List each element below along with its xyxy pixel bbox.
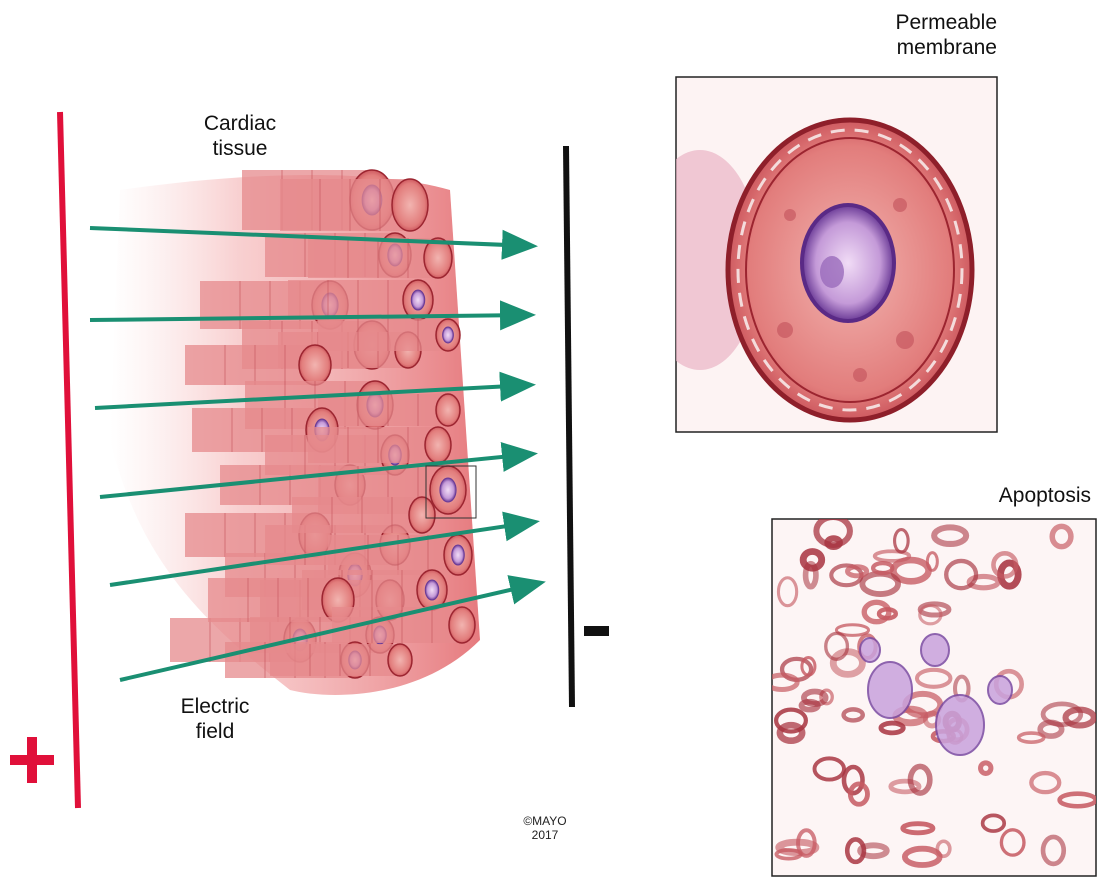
muscle-fiber [280,179,410,231]
copyright-notice: ©MAYO 2017 [510,814,580,842]
copyright-line1: ©MAYO [510,814,580,828]
muscle-fiber [270,644,400,676]
fiber-cross-section [392,179,428,231]
cardiac-tissue-label-line2: tissue [190,136,290,161]
electric-field-label-line1: Electric [165,694,265,719]
fiber-cross-section [449,607,475,643]
fiber-nucleus [411,290,425,310]
plus-sign-icon [10,737,54,783]
muscle-fiber [308,238,438,278]
permeable-membrane-label: Permeable membrane [840,10,997,60]
negative-electrode [566,146,572,707]
permeable-membrane-label-line2: membrane [840,35,997,60]
permeable-membrane-panel [640,77,997,432]
electric-field-label-line2: field [165,719,265,744]
electric-field-label: Electric field [165,694,265,744]
cardiac-tissue-bundle [110,170,480,695]
fiber-nucleus [425,580,439,600]
cardiac-tissue-label-line1: Cardiac [190,111,290,136]
minus-sign-icon [584,626,609,636]
muscle-fiber [292,497,422,533]
apoptotic-body [988,676,1012,704]
muscle-fiber [308,427,438,463]
fiber-nucleus [443,327,454,343]
apoptosis-panel [767,517,1096,876]
fiber-cross-section [388,644,412,676]
fiber-nucleus [440,478,456,502]
fiber-cross-section [409,497,435,533]
apoptosis-label: Apoptosis [950,483,1091,508]
fiber-cross-section [436,394,460,426]
fiber-cross-section [425,427,451,463]
apoptotic-body [936,695,984,755]
muscle-fiber [288,280,418,320]
fiber-cross-section [299,345,331,385]
apoptotic-body [868,662,912,718]
muscle-fiber [318,319,448,351]
apoptotic-body [921,634,949,666]
muscle-fiber [208,578,338,622]
fiber-nucleus [452,545,465,565]
apoptotic-body [860,638,880,662]
cardiac-tissue-label: Cardiac tissue [190,111,290,161]
positive-electrode [60,112,78,808]
permeable-membrane-label-line1: Permeable [840,10,997,35]
muscle-fiber [185,345,315,385]
copyright-line2: 2017 [510,828,580,842]
